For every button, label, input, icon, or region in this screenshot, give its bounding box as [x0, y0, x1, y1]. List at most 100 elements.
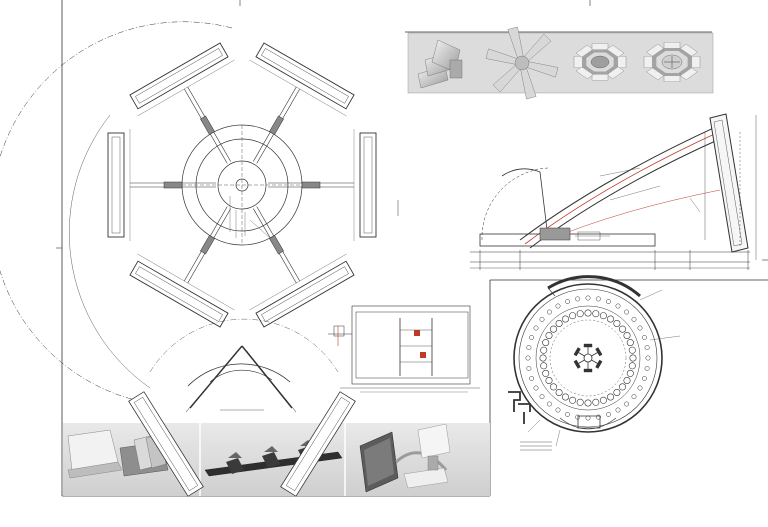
seat-outer: [533, 325, 539, 331]
plan-arm: [129, 42, 235, 164]
ring-panel: [613, 56, 627, 68]
ring-panel: [603, 44, 625, 60]
plan-arm: [268, 129, 377, 241]
render-star: [485, 26, 559, 100]
ring-panel: [646, 43, 667, 59]
seat-outer: [533, 385, 539, 391]
seat: [549, 325, 557, 333]
seat: [561, 393, 569, 401]
seat-outer: [637, 325, 643, 331]
seat-outer: [525, 355, 531, 361]
seat: [540, 346, 548, 354]
seat: [613, 388, 621, 396]
seat-outer: [575, 296, 581, 302]
cluster-panel: [573, 359, 585, 369]
seat-outer: [546, 309, 552, 315]
hex-plan-view: [0, 21, 399, 401]
seat: [569, 396, 577, 404]
seat: [613, 319, 621, 327]
seat: [576, 398, 584, 406]
tilted-monitor-panel: [709, 113, 749, 253]
ring-panel: [677, 43, 698, 59]
seat-outer: [526, 365, 532, 371]
seat-outer: [624, 401, 630, 407]
seat-outer: [624, 309, 630, 315]
partial-plan: [149, 318, 339, 413]
room-entry-steps: [508, 391, 531, 424]
seat-outer: [585, 295, 591, 301]
seat-outer: [606, 411, 611, 417]
swing-arc: [0, 21, 233, 401]
render-ring-a: [573, 43, 627, 81]
ring-panel: [687, 56, 701, 68]
ring-panel: [643, 56, 657, 68]
cluster-panel: [573, 347, 585, 357]
seat-outer: [641, 376, 647, 381]
seat: [540, 362, 548, 370]
seat-outer: [631, 316, 637, 322]
cluster-panel: [591, 347, 603, 357]
arm-curve-top: [519, 124, 721, 241]
renders-strip-top: [407, 26, 714, 100]
cluster-panel: [583, 362, 593, 373]
seat: [539, 354, 547, 362]
seat-outer: [585, 415, 591, 421]
seat-outer: [644, 345, 650, 351]
seat-outer: [565, 299, 570, 305]
plan-annotations: [229, 196, 271, 239]
seat-outer: [615, 407, 621, 413]
seat: [545, 331, 553, 339]
renders-strip-bottom: [63, 423, 490, 496]
seat: [569, 312, 577, 320]
cluster-panel: [583, 343, 593, 354]
plan-panel: [249, 253, 355, 328]
seat-outer: [539, 394, 545, 400]
seat-outer: [641, 335, 647, 340]
seat: [555, 319, 563, 327]
section-arc: [481, 167, 549, 241]
render-ring-b: [643, 42, 701, 82]
seat-outer: [637, 385, 643, 391]
seat-outer: [645, 355, 651, 361]
seat: [542, 369, 550, 377]
seat-outer: [546, 401, 552, 407]
ring-panel: [591, 43, 609, 53]
seat: [542, 339, 550, 347]
seat: [545, 376, 553, 384]
seat-outer: [555, 303, 561, 309]
detail-table: [328, 305, 480, 393]
cluster-panel: [591, 359, 603, 369]
side-section: [470, 113, 757, 270]
seat: [584, 309, 592, 317]
room-desk: [577, 415, 601, 429]
ring-panel: [573, 56, 587, 68]
ring-panel: [591, 71, 609, 81]
seat: [618, 325, 626, 333]
render-folded: [417, 39, 463, 89]
fold-marks: [56, 0, 768, 261]
plan-arm: [249, 42, 355, 164]
section-hood: [501, 168, 549, 239]
seat: [626, 369, 634, 377]
plan-arm: [129, 206, 235, 328]
plan-panel: [129, 253, 235, 328]
seat: [606, 393, 614, 401]
seat: [592, 398, 600, 406]
ring-panel: [677, 65, 698, 81]
plan-arm: [107, 129, 216, 241]
room-outer-wall: [513, 283, 663, 433]
partial-arc-outer: [187, 363, 291, 387]
seat-outer: [539, 316, 545, 322]
seat-outer: [615, 303, 621, 309]
room-inner-wall: [518, 288, 658, 428]
seat-outer: [565, 411, 570, 417]
seat: [599, 312, 607, 320]
seat: [576, 310, 584, 318]
seat: [584, 399, 592, 407]
seat: [592, 310, 600, 318]
seat-outer: [595, 296, 601, 302]
seat-outer: [606, 299, 611, 305]
seat-outer: [529, 335, 535, 340]
